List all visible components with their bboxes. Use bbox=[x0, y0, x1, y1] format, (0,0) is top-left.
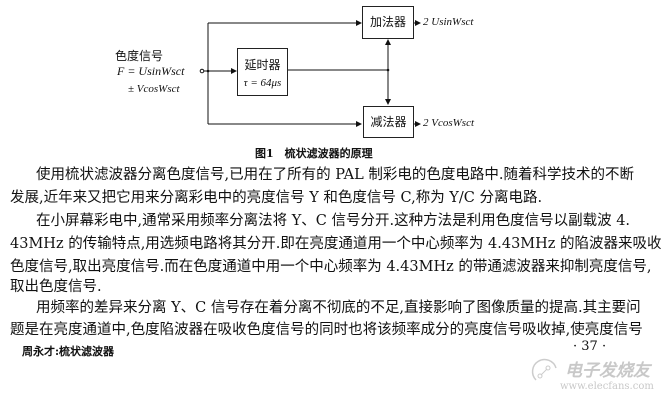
paragraph-line: 取出色度信号. bbox=[10, 279, 102, 295]
paragraph-line: 发展,近年来又把它用来分离彩电中的亮度信号 Y 和色度信号 C,称为 Y/C 分… bbox=[10, 190, 543, 206]
paragraph-line: 使用梳状滤波器分离色度信号,已用在了所有的 PAL 制彩电的色度电路中.随着科学… bbox=[36, 167, 634, 183]
watermark-brand: 电子发烧友 bbox=[565, 361, 650, 381]
diagram-wires bbox=[199, 20, 421, 127]
input-terminal bbox=[199, 68, 205, 74]
figure-caption: 图1 梳状滤波器的原理 bbox=[255, 147, 373, 160]
delay-param: τ = 64μs bbox=[243, 77, 282, 89]
delay-label: 延时器 bbox=[244, 58, 281, 72]
page-number: · 37 · bbox=[573, 339, 607, 354]
watermark-logo-icon bbox=[531, 358, 557, 381]
paragraph-line: 色度信号,取出亮度信号.而在色度通道中用一个中心频率为 4.43MHz 的带通滤… bbox=[10, 259, 652, 275]
subtractor-block: 减法器 bbox=[363, 106, 414, 138]
input-formula-1: F = UsinWsct bbox=[117, 64, 185, 78]
adder-label: 加法器 bbox=[369, 15, 406, 29]
subtractor-label: 减法器 bbox=[370, 115, 407, 129]
paragraph-line: 用频率的差异来分离 Y、C 信号存在着分离不彻底的不足,直接影响了图像质量的提高… bbox=[36, 300, 641, 316]
adder-block: 加法器 bbox=[362, 6, 414, 39]
subtractor-output: 2 VcosWsct bbox=[423, 117, 475, 129]
paragraph-line: 43MHz 的传输特点,用选频电路将其分开.即在亮度通道用一个中心频率为 4.4… bbox=[10, 236, 662, 252]
input-formula-2: ± VcosWsct bbox=[128, 83, 180, 95]
watermark-url: www.elecfans.com bbox=[560, 381, 654, 392]
paragraph-line: 在小屏幕彩电中,通常采用频率分离法将 Y、C 信号分开.这种方法是利用色度信号以… bbox=[36, 213, 631, 229]
running-title: 周永才:梳状滤波器 bbox=[22, 345, 115, 358]
delay-block: 延时器 τ = 64μs bbox=[237, 48, 288, 96]
paragraph-line: 题是在亮度通道中,色度陷波器在吸收色度信号的同时也将该频率成分的亮度信号吸收掉,… bbox=[10, 322, 643, 338]
adder-output: 2 UsinWsct bbox=[423, 16, 474, 28]
input-label: 色度信号 bbox=[115, 49, 164, 63]
